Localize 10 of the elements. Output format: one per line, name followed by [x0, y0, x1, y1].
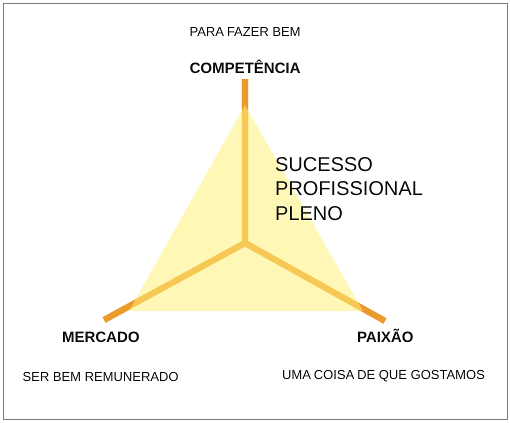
vertex-label: COMPETÊNCIA	[190, 60, 300, 77]
node-text: SUCESSO PROFISSIONAL PLENO	[275, 152, 424, 226]
connector-line	[242, 79, 248, 243]
vertex-label: PAIXÃO	[357, 328, 414, 346]
connector-line	[102, 240, 247, 323]
caption-text: UMA COISA DE QUE GOSTAMOS	[282, 366, 485, 382]
caption-text: SER BEM REMUNERADO	[22, 369, 179, 385]
caption-text: PARA FAZER BEM	[190, 24, 300, 40]
connector-line	[243, 240, 387, 324]
vertex-label: MERCADO	[62, 328, 140, 346]
